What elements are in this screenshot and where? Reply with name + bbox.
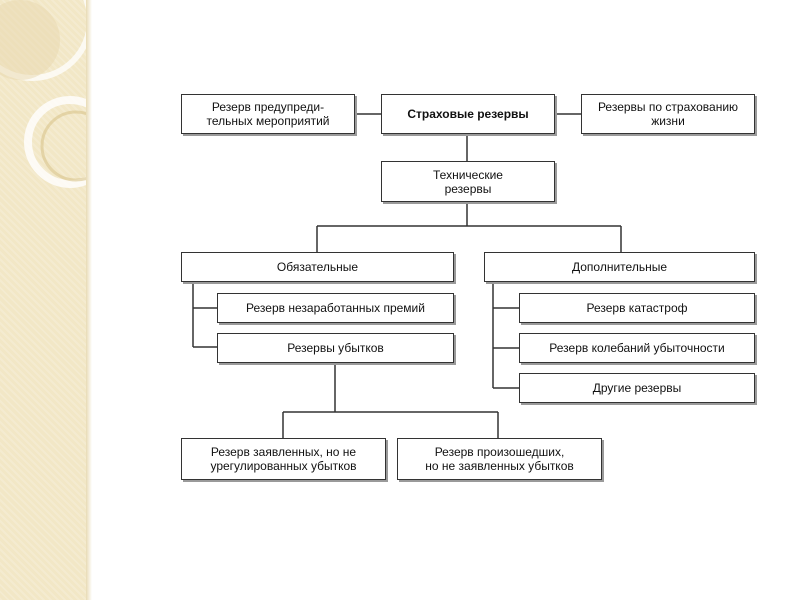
- catastrophe-reserve-label: Резерв катастроф: [586, 301, 688, 315]
- loss-reserves-box: Резервы убытков: [217, 333, 454, 363]
- mandatory-reserves-label: Обязательные: [276, 260, 359, 274]
- life-insurance-reserves-label: Резервы по страхованию жизни: [597, 100, 739, 128]
- decorative-rings-graphic: [0, 0, 86, 188]
- loss-reserves-label: Резервы убытков: [287, 341, 384, 355]
- other-reserves-box: Другие резервы: [519, 373, 755, 403]
- reported-not-settled-reserve-label: Резерв заявленных, но не урегулированных…: [210, 445, 357, 473]
- loss-fluctuation-reserve-label: Резерв колебаний убыточности: [549, 341, 725, 355]
- sidebar-edge: [86, 0, 92, 600]
- technical-reserves-box: Технические резервы: [381, 161, 555, 202]
- catastrophe-reserve-box: Резерв катастроф: [519, 293, 755, 323]
- reported-not-settled-reserve-box: Резерв заявленных, но не урегулированных…: [181, 438, 386, 480]
- decorative-sidebar: [0, 0, 86, 600]
- other-reserves-label: Другие резервы: [592, 381, 682, 395]
- insurance-reserves-box: Страховые резервы: [381, 94, 555, 134]
- additional-reserves-label: Дополнительные: [572, 260, 667, 274]
- preventive-measures-reserve-box: Резерв предупреди- тельных мероприятий: [181, 94, 355, 134]
- insurance-reserves-label: Страховые резервы: [407, 107, 529, 121]
- incurred-not-reported-reserve-box: Резерв произошедших, но не заявленных уб…: [397, 438, 602, 480]
- unearned-premiums-reserve-label: Резерв незаработанных премий: [246, 301, 425, 315]
- technical-reserves-label: Технические резервы: [433, 167, 503, 196]
- life-insurance-reserves-box: Резервы по страхованию жизни: [581, 94, 755, 134]
- unearned-premiums-reserve-box: Резерв незаработанных премий: [217, 293, 454, 323]
- preventive-measures-reserve-label: Резерв предупреди- тельных мероприятий: [206, 100, 330, 128]
- incurred-not-reported-reserve-label: Резерв произошедших, но не заявленных уб…: [425, 445, 574, 473]
- loss-fluctuation-reserve-box: Резерв колебаний убыточности: [519, 333, 755, 363]
- mandatory-reserves-box: Обязательные: [181, 252, 454, 282]
- additional-reserves-box: Дополнительные: [484, 252, 755, 282]
